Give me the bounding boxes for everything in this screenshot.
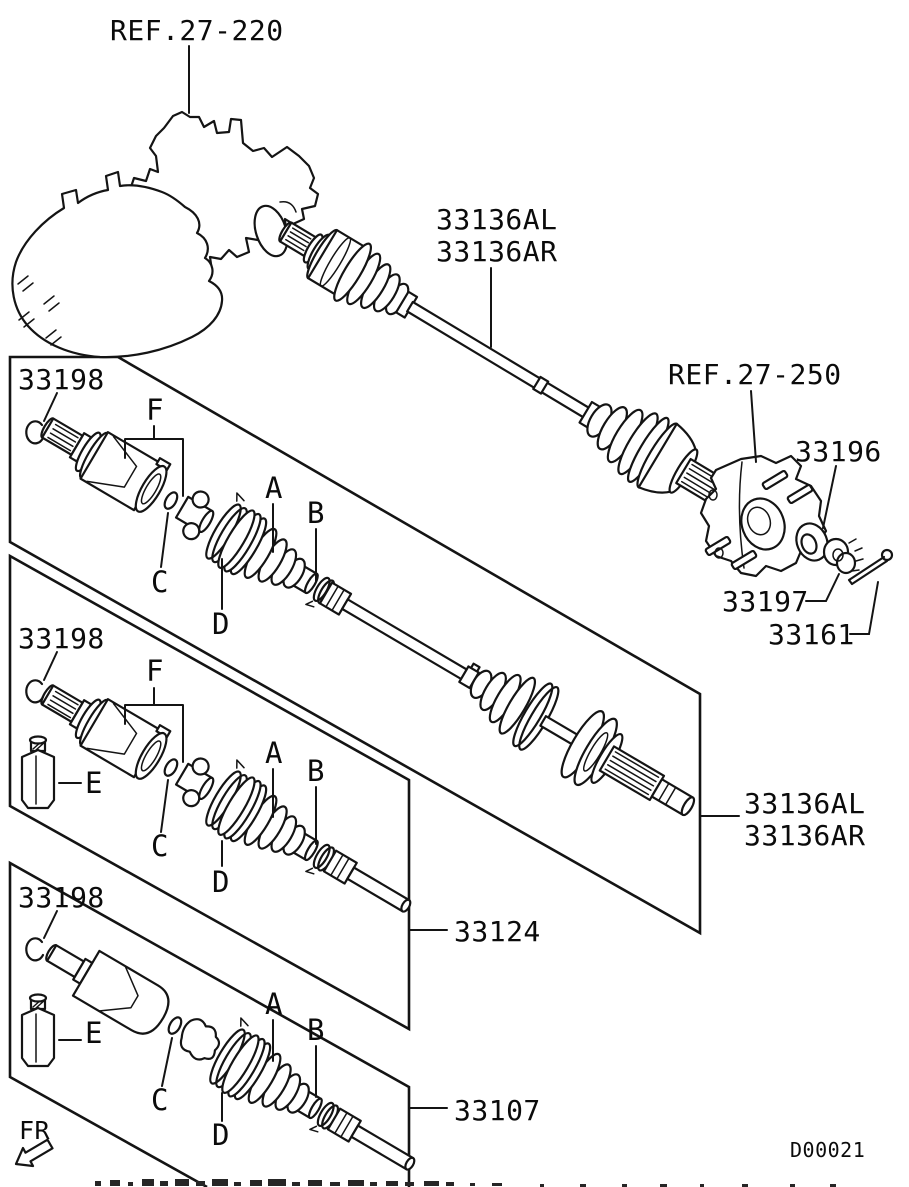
label-part-cotter-pin: 33161 <box>768 618 855 651</box>
shaft-stub-box2 <box>322 849 417 919</box>
callout-c-box3: C <box>151 1083 169 1117</box>
label-driveshaft-right-right: 33136AR <box>744 819 866 852</box>
leader-callout-f-box1 <box>124 425 184 497</box>
callout-e-box3: E <box>85 1016 103 1050</box>
label-front-indicator: FR <box>19 1116 51 1145</box>
label-ref-knuckle: REF.27-250 <box>668 358 842 391</box>
driveshaft-assembly-upper <box>278 221 739 509</box>
callout-e-box2: E <box>85 766 103 800</box>
nut-illustration <box>822 537 864 575</box>
leader-callout-f-box2 <box>124 687 184 763</box>
front-direction-arrow-icon <box>14 1138 54 1168</box>
callout-c-box2: C <box>151 829 169 863</box>
cotter-pin-illustration <box>847 548 894 586</box>
snap-ring-icon-1 <box>25 420 45 445</box>
callout-a-box1: A <box>265 471 283 505</box>
label-ref-transaxle: REF.27-220 <box>110 14 284 47</box>
transaxle-illustration <box>11 110 320 359</box>
label-part-nut: 33197 <box>722 585 809 618</box>
leader-cotter-pin <box>849 581 879 635</box>
leader-nut <box>805 573 840 602</box>
panel-box-joint-kit <box>8 860 411 1187</box>
label-part-boot-kit: 33124 <box>454 915 541 948</box>
callout-b-box1: B <box>307 496 325 530</box>
label-driveshaft-right-left: 33136AL <box>744 787 866 820</box>
cropped-bottom-text <box>95 1179 836 1187</box>
cv-joint-kit-box1 <box>28 392 351 623</box>
label-drawing-code: D00021 <box>790 1138 865 1162</box>
leader-callouts-box2 <box>160 768 317 867</box>
leader-washer <box>822 465 837 529</box>
leader-snap-ring-2 <box>43 651 58 681</box>
callout-d-box2: D <box>212 865 230 899</box>
callout-c-box1: C <box>151 565 169 599</box>
callout-d-box3: D <box>212 1118 230 1152</box>
transaxle-hatch-marks <box>17 275 62 346</box>
label-part-snap-ring-3: 33198 <box>18 881 105 914</box>
panel-box-boot-kit <box>8 553 411 1032</box>
leader-callouts-box1 <box>160 503 317 610</box>
label-part-joint-kit: 33107 <box>454 1094 541 1127</box>
callout-d-box1: D <box>212 607 230 641</box>
callout-b-box2: B <box>307 754 325 788</box>
label-driveshaft-top-left: 33136AL <box>436 203 558 236</box>
callout-b-box3: B <box>307 1013 325 1047</box>
label-part-washer: 33196 <box>795 435 882 468</box>
callout-f-box1: F <box>146 393 164 427</box>
label-driveshaft-top-right: 33136AR <box>436 235 558 268</box>
hub-knuckle-illustration <box>699 454 828 578</box>
grease-pack-box2 <box>20 735 56 810</box>
snap-ring-icon-2 <box>25 679 45 704</box>
callout-f-box2: F <box>146 654 164 688</box>
snap-ring-icon-3 <box>25 937 45 962</box>
callout-a-box2: A <box>265 736 283 770</box>
washer-illustration <box>795 522 829 562</box>
grease-pack-box3 <box>20 993 56 1068</box>
leader-callouts-box3 <box>161 1019 317 1122</box>
driveshaft-assembly-middle <box>318 581 696 817</box>
callout-a-box3: A <box>265 987 283 1021</box>
leader-ref-knuckle <box>750 390 757 463</box>
leader-snap-ring-1 <box>43 392 58 422</box>
label-part-snap-ring-1: 33198 <box>18 363 105 396</box>
label-part-snap-ring-2: 33198 <box>18 622 105 655</box>
cv-joint-kit-box2 <box>28 659 351 890</box>
leader-snap-ring-3 <box>43 910 58 939</box>
shaft-stub-box3 <box>326 1107 421 1177</box>
